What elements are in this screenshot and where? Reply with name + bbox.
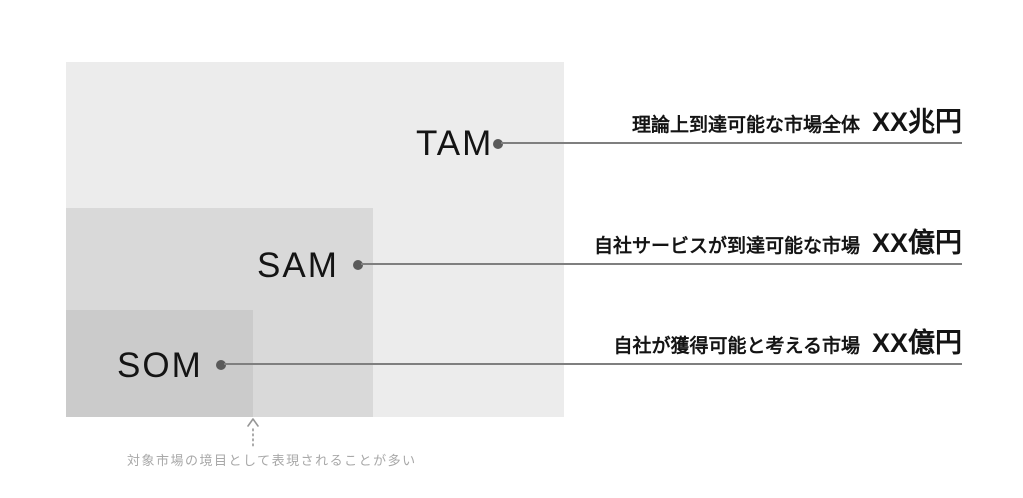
sam-leader-line [361, 263, 962, 265]
som-callout: 自社が獲得可能と考える市場 XX億円 [614, 321, 962, 360]
som-leader-dot [216, 360, 226, 370]
tam-leader-line [501, 142, 962, 144]
tam-callout: 理論上到達可能な市場全体 XX兆円 [632, 100, 962, 139]
sam-description: 自社サービスが到達可能な市場 [593, 236, 860, 257]
boundary-arrow-icon [247, 418, 259, 449]
som-description: 自社が獲得可能と考える市場 [613, 336, 860, 357]
sam-label: SAM [257, 246, 339, 285]
footnote-text: 対象市場の境目として表現されることが多い [127, 453, 417, 468]
som-leader-line [224, 363, 962, 365]
tam-leader-dot [493, 139, 503, 149]
som-label: SOM [117, 346, 203, 385]
sam-callout: 自社サービスが到達可能な市場 XX億円 [594, 221, 962, 260]
tam-value: XX兆円 [871, 107, 962, 137]
som-value: XX億円 [871, 328, 962, 358]
tam-description: 理論上到達可能な市場全体 [631, 115, 860, 136]
sam-value: XX億円 [871, 228, 962, 258]
sam-leader-dot [353, 260, 363, 270]
tam-label: TAM [416, 124, 494, 163]
